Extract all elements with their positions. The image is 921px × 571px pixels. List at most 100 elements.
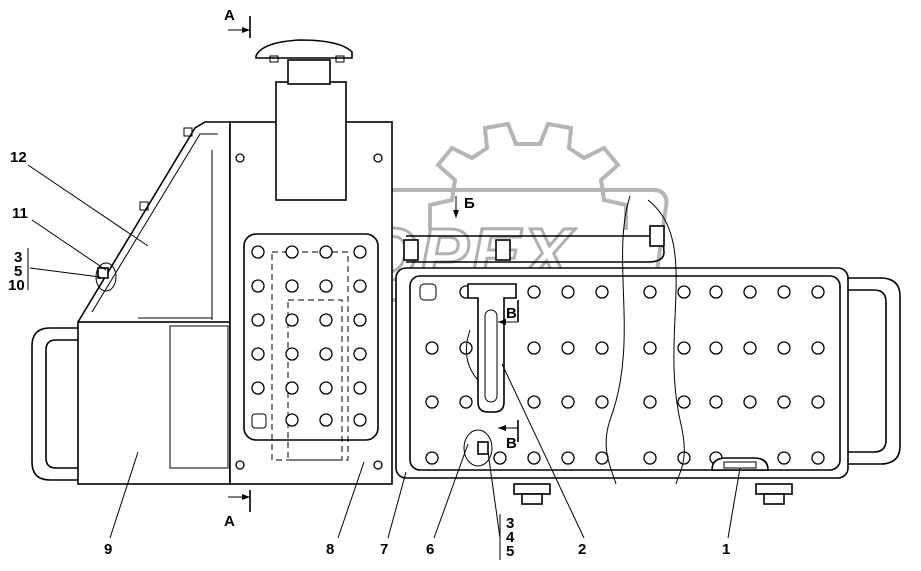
perforation-hole (319, 313, 333, 327)
perforation-hole (353, 347, 367, 361)
perforation-hole (459, 395, 473, 409)
cap-bolt (269, 55, 279, 63)
slot-opening (484, 309, 498, 403)
perforation-hole (743, 285, 757, 299)
callout-6: 6 (426, 541, 434, 558)
cover-bolt-top (183, 127, 193, 137)
perforation-hole (643, 451, 657, 465)
perforation-hole (285, 245, 299, 259)
hidden-outline-inner (287, 299, 343, 461)
perforation-hole (527, 395, 541, 409)
body-screw (235, 460, 245, 470)
part-1-plate (409, 275, 841, 471)
perforation-hole (677, 285, 691, 299)
bottom-clip-tab (763, 493, 785, 505)
stack-pipe (275, 81, 347, 201)
stack-cap (255, 39, 353, 59)
perforation-hole (811, 285, 825, 299)
right-handle-inner (848, 289, 887, 453)
perforation-hole (319, 347, 333, 361)
part-6-latch (463, 429, 493, 467)
perforation-hole (677, 341, 691, 355)
section-b (453, 196, 459, 218)
perforation-hole (561, 285, 575, 299)
perforation-hole (527, 451, 541, 465)
callout-stack-left-0: 3 (14, 249, 22, 266)
break-line (647, 199, 685, 485)
plate-slot (419, 283, 437, 301)
section-v-bottom (498, 420, 519, 442)
break-line (605, 195, 631, 485)
perforation-hole (353, 381, 367, 395)
perforation-hole (643, 285, 657, 299)
perforation-hole (319, 413, 333, 427)
perforation-hole (643, 395, 657, 409)
perforation-hole (353, 413, 367, 427)
perforation-hole (595, 285, 609, 299)
cover-bolt-11 (95, 262, 117, 292)
callout-2: 2 (578, 541, 586, 558)
section-a-bottom-label: А (224, 513, 235, 530)
perforation-hole (251, 279, 265, 293)
perforation-hole (425, 395, 439, 409)
perforation-hole (709, 395, 723, 409)
callout-7: 7 (380, 541, 388, 558)
perforation-hole (285, 413, 299, 427)
part-1-latch (711, 457, 769, 471)
callout-1: 1 (722, 541, 730, 558)
left-handle-inner (45, 339, 80, 469)
callout-stack-left-2: 10 (8, 277, 25, 294)
perforation-hole (425, 341, 439, 355)
part-9-panel (169, 325, 229, 469)
perforation-hole (251, 381, 265, 395)
section-a-bottom (228, 490, 251, 512)
perforation-hole (777, 341, 791, 355)
bottom-clip-tab (521, 493, 543, 505)
perforation-hole (595, 395, 609, 409)
section-v-top-label: В (506, 305, 517, 322)
part-8-plate (243, 233, 379, 441)
section-b-label: Б (464, 195, 475, 212)
watermark-gear (428, 121, 628, 230)
perforation-hole (777, 451, 791, 465)
part-12-slanted-cover (77, 121, 231, 323)
perforation-hole (319, 279, 333, 293)
perforation-hole (353, 245, 367, 259)
latch-pin (477, 441, 489, 455)
section-v-bottom-label: В (506, 435, 517, 452)
callout-stack-right-1: 4 (506, 529, 515, 546)
perforation-hole (285, 381, 299, 395)
perforation-hole (425, 451, 439, 465)
body-screw (235, 153, 245, 163)
right-handle (848, 277, 901, 465)
perforation-hole (811, 341, 825, 355)
bottom-clip (755, 483, 793, 495)
cover-bolt-mid (139, 201, 149, 211)
part-12-inner-line (91, 133, 218, 313)
perforation-hole (561, 395, 575, 409)
perforation-hole (595, 451, 609, 465)
perforation-hole (677, 395, 691, 409)
perforation-hole (251, 313, 265, 327)
perforation-hole (709, 285, 723, 299)
body-screw (373, 460, 383, 470)
perforation-hole (743, 395, 757, 409)
part-2-slot-handle (467, 283, 517, 413)
perforation-hole (251, 347, 265, 361)
pipe-clamp (403, 239, 419, 261)
leader-lines (27, 164, 741, 560)
perforation-hole (561, 451, 575, 465)
perforation-hole (777, 285, 791, 299)
section-a-top-label: А (224, 7, 235, 24)
pipe-clamp (649, 225, 665, 247)
part-1-holes (425, 285, 825, 465)
perforation-hole (527, 341, 541, 355)
perforation-hole (353, 313, 367, 327)
left-handle (31, 327, 80, 481)
perforation-hole (493, 451, 507, 465)
perforation-hole (811, 395, 825, 409)
bottom-clip (513, 483, 551, 495)
section-v-top (498, 300, 519, 325)
